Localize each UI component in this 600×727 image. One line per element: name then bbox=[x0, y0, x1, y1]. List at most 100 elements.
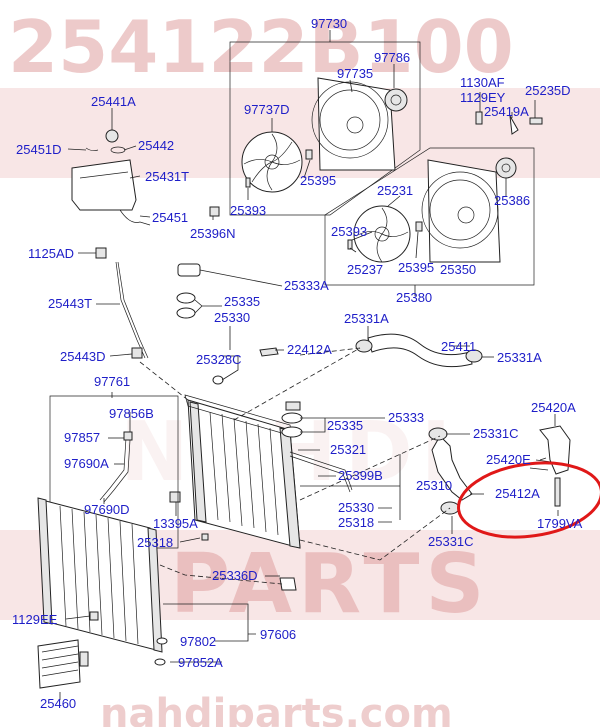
label-25380: 25380 bbox=[396, 290, 432, 305]
label-25321: 25321 bbox=[330, 442, 366, 457]
label-25443t: 25443T bbox=[48, 296, 92, 311]
clamp-25331a-left bbox=[355, 339, 373, 353]
fan-assembly-97730-frame bbox=[229, 41, 421, 216]
label-25330-lower: 25330 bbox=[338, 500, 374, 515]
label-97857: 97857 bbox=[64, 430, 100, 445]
pipe-97690a bbox=[99, 437, 131, 503]
screw-25393-upper bbox=[245, 177, 251, 188]
condenser-piping-frame-97761 bbox=[49, 395, 179, 549]
label-25336d: 25336D bbox=[212, 568, 258, 583]
leader-lines bbox=[59, 30, 559, 700]
nut-25395-upper bbox=[305, 149, 313, 160]
label-1125ad: 1125AD bbox=[28, 246, 74, 261]
clip-25443d bbox=[131, 347, 143, 359]
label-97761: 97761 bbox=[94, 374, 130, 389]
cushion-97802 bbox=[156, 637, 168, 645]
bolt-1799va bbox=[554, 477, 561, 507]
label-97786: 97786 bbox=[374, 50, 410, 65]
fan-blade-97737d bbox=[241, 131, 303, 193]
clamp-25451d bbox=[85, 147, 99, 152]
cushion-25336d bbox=[279, 577, 297, 591]
label-1130af: 1130AF bbox=[460, 75, 505, 90]
label-25431t: 25431T bbox=[145, 169, 189, 184]
cushion-25333a bbox=[177, 263, 201, 277]
bolt-1125ad bbox=[95, 247, 107, 259]
clip-25235d bbox=[529, 117, 543, 125]
nut-25395-lower bbox=[415, 221, 423, 232]
label-25396n: 25396N bbox=[190, 226, 236, 241]
label-25460: 25460 bbox=[40, 696, 76, 711]
label-25335-lower: 25335 bbox=[327, 418, 363, 433]
label-25395-lower: 25395 bbox=[398, 260, 434, 275]
label-25318-right: 25318 bbox=[338, 515, 374, 530]
label-25393-upper: 25393 bbox=[230, 203, 266, 218]
condenser-97606 bbox=[37, 497, 163, 653]
fan-blade-25231 bbox=[353, 205, 411, 263]
radiator-25310 bbox=[184, 394, 301, 549]
label-97737d: 97737D bbox=[244, 102, 290, 117]
label-25395-upper: 25395 bbox=[300, 173, 336, 188]
watermark-site: nahdiparts.com bbox=[100, 691, 453, 727]
label-25411: 25411 bbox=[441, 339, 476, 354]
fan-motor-25386 bbox=[495, 157, 517, 179]
label-25335-upper: 25335 bbox=[224, 294, 260, 309]
label-1129ee: 1129EE bbox=[12, 612, 58, 627]
label-25419a: 25419A bbox=[484, 104, 529, 119]
hose-25451 bbox=[119, 209, 151, 226]
clamp-25331a-right bbox=[465, 349, 483, 363]
label-25333a: 25333A bbox=[284, 278, 329, 293]
label-25393-lower: 25393 bbox=[331, 224, 367, 239]
label-25451: 25451 bbox=[152, 210, 188, 225]
label-25318-left: 25318 bbox=[137, 535, 173, 550]
fan-shroud-25350 bbox=[421, 157, 517, 263]
clip-25419a bbox=[509, 115, 519, 135]
label-25331c-lower: 25331C bbox=[428, 534, 474, 549]
fitting-97856b bbox=[123, 431, 133, 441]
label-25443d: 25443D bbox=[60, 349, 106, 364]
label-97735: 97735 bbox=[337, 66, 373, 81]
part-labels: 97730 97786 97735 97737D 25395 25393 253… bbox=[12, 16, 583, 711]
label-25350: 25350 bbox=[440, 262, 476, 277]
label-13395a: 13395A bbox=[153, 516, 198, 531]
label-25237: 25237 bbox=[347, 262, 383, 277]
label-97690d: 97690D bbox=[84, 502, 130, 517]
label-25442: 25442 bbox=[138, 138, 174, 153]
highlight-circle-25412a bbox=[457, 461, 600, 539]
label-22412a: 22412A bbox=[287, 342, 332, 357]
fan-assembly-25380-frame bbox=[324, 147, 535, 286]
hose-25420a bbox=[539, 425, 571, 475]
cushion-25335-a2 bbox=[176, 307, 196, 319]
label-25412a: 25412A bbox=[495, 486, 540, 501]
plug-25328c bbox=[212, 375, 224, 385]
label-97802: 97802 bbox=[180, 634, 216, 649]
label-25399b: 25399B bbox=[338, 468, 383, 483]
cushion-25335-a1 bbox=[176, 292, 196, 304]
label-25231: 25231 bbox=[377, 183, 413, 198]
label-25330-upper: 25330 bbox=[214, 310, 250, 325]
label-25331c-upper: 25331C bbox=[473, 426, 519, 441]
label-97606: 97606 bbox=[260, 627, 296, 642]
label-25333: 25333 bbox=[388, 410, 424, 425]
label-25310: 25310 bbox=[416, 478, 452, 493]
clamp-25331c-upper bbox=[428, 427, 448, 441]
label-25420a: 25420A bbox=[531, 400, 576, 415]
cushion-25335-b2 bbox=[281, 426, 303, 438]
label-97730: 97730 bbox=[311, 16, 347, 31]
cushion-97852a bbox=[154, 658, 166, 666]
label-1799va: 1799VA bbox=[537, 516, 583, 531]
label-25451d: 25451D bbox=[16, 142, 62, 157]
label-25328c: 25328C bbox=[196, 352, 242, 367]
oil-cooler-25460 bbox=[37, 639, 89, 689]
bolt-1130af bbox=[475, 111, 483, 125]
bracket-25333 bbox=[285, 401, 301, 411]
bracket-25318-lower bbox=[201, 533, 209, 541]
label-25235d: 25235D bbox=[525, 83, 571, 98]
label-97690a: 97690A bbox=[64, 456, 109, 471]
watermark-part-number: 254122B100 bbox=[8, 5, 514, 89]
label-97852a: 97852A bbox=[178, 655, 223, 670]
bolt-13395a bbox=[169, 491, 181, 503]
screw-25393-lower bbox=[347, 239, 353, 250]
cap-25441a bbox=[105, 129, 119, 143]
label-25441a: 25441A bbox=[91, 94, 136, 109]
